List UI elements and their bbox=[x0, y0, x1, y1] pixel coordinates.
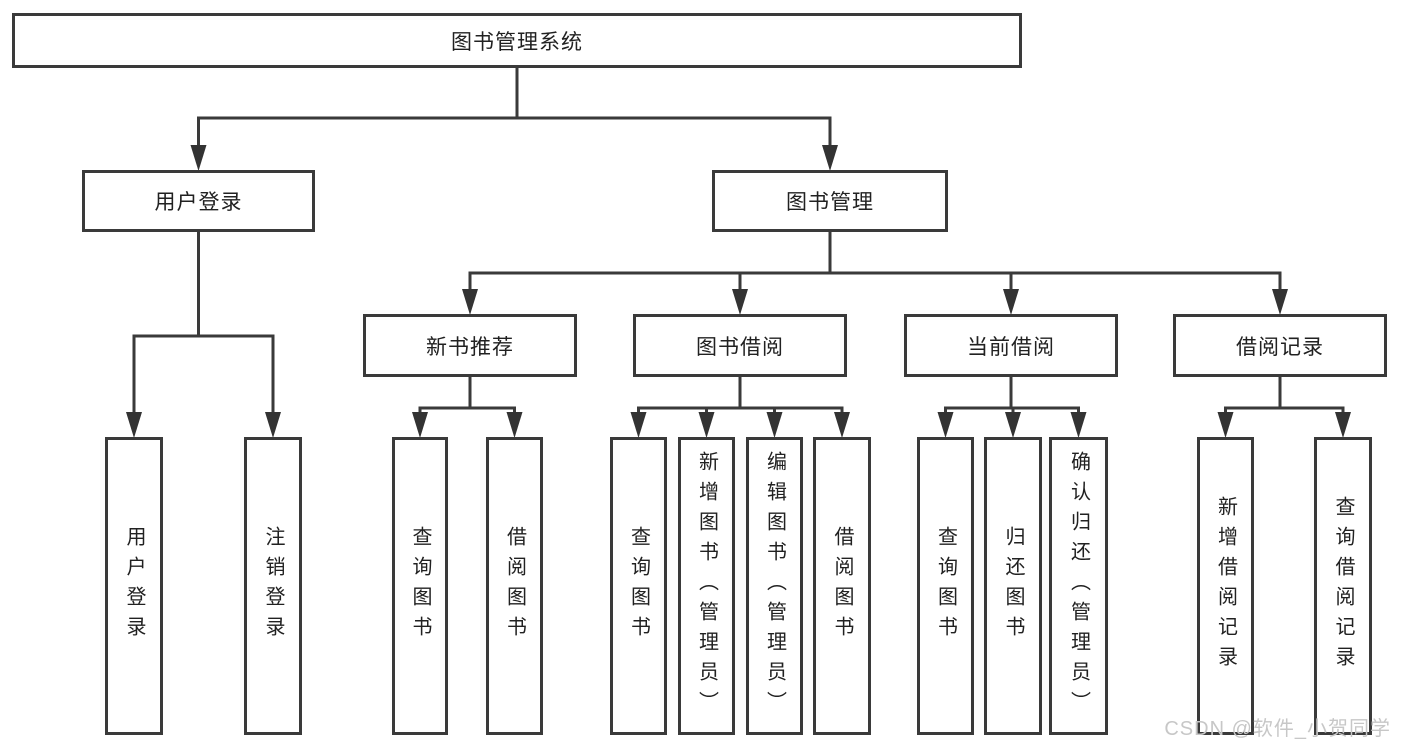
diagram-node-rec-query: 查询图书 bbox=[392, 437, 448, 735]
arrowhead-icon bbox=[1272, 289, 1288, 315]
node-label-br-query: 查询借阅记录 bbox=[1332, 496, 1354, 676]
diagram-node-logout-leaf: 注销登录 bbox=[244, 437, 302, 735]
arrowhead-icon bbox=[732, 289, 748, 315]
diagram-node-book-mgmt: 图书管理 bbox=[712, 170, 948, 232]
node-label-cb-confirm: 确认归还（管理员） bbox=[1067, 451, 1090, 721]
arrowhead-icon bbox=[506, 412, 523, 438]
node-label-new-book-rec: 新书推荐 bbox=[426, 335, 514, 359]
arrowhead-icon bbox=[1003, 289, 1019, 315]
diagram-node-cb-query: 查询图书 bbox=[917, 437, 974, 735]
node-label-user-login: 用户登录 bbox=[154, 191, 243, 214]
arrowhead-icon bbox=[1070, 412, 1087, 438]
node-label-book-borrow: 图书借阅 bbox=[696, 335, 784, 359]
diagram-node-bb-borrow: 借阅图书 bbox=[813, 437, 871, 735]
node-label-bb-add: 新增图书（管理员） bbox=[695, 451, 718, 721]
node-label-current-borrow: 当前借阅 bbox=[967, 335, 1055, 359]
node-label-br-add: 新增借阅记录 bbox=[1214, 496, 1237, 676]
diagram-node-br-query: 查询借阅记录 bbox=[1314, 437, 1372, 735]
diagram-node-current-borrow: 当前借阅 bbox=[904, 314, 1118, 377]
arrowhead-icon bbox=[1005, 412, 1021, 438]
node-label-bb-edit: 编辑图书（管理员） bbox=[763, 451, 786, 721]
node-label-bb-query: 查询图书 bbox=[627, 526, 650, 646]
diagram-node-book-borrow: 图书借阅 bbox=[633, 314, 847, 377]
node-label-borrow-records: 借阅记录 bbox=[1236, 335, 1324, 359]
arrowhead-icon bbox=[412, 412, 428, 438]
diagram-node-bb-add: 新增图书（管理员） bbox=[678, 437, 735, 735]
diagram-node-user-login: 用户登录 bbox=[82, 170, 315, 232]
arrowhead-icon bbox=[698, 412, 715, 438]
arrowhead-icon bbox=[1217, 412, 1234, 438]
diagram-node-login-leaf: 用户登录 bbox=[105, 437, 163, 735]
diagram-node-bb-query: 查询图书 bbox=[610, 437, 667, 735]
diagram-node-br-add: 新增借阅记录 bbox=[1197, 437, 1254, 735]
diagram-node-cb-return: 归还图书 bbox=[984, 437, 1042, 735]
arrowhead-icon bbox=[265, 412, 281, 438]
diagram-node-rec-borrow: 借阅图书 bbox=[486, 437, 543, 735]
arrowhead-icon bbox=[937, 412, 954, 438]
node-label-root: 图书管理系统 bbox=[451, 30, 583, 54]
diagram-node-root: 图书管理系统 bbox=[12, 13, 1022, 68]
node-label-cb-return: 归还图书 bbox=[1002, 526, 1024, 646]
node-label-cb-query: 查询图书 bbox=[934, 526, 957, 646]
node-label-logout-leaf: 注销登录 bbox=[262, 526, 284, 646]
arrowhead-icon bbox=[126, 412, 142, 438]
watermark-text: CSDN @软件_小贺同学 bbox=[1164, 718, 1391, 740]
diagram-node-borrow-records: 借阅记录 bbox=[1173, 314, 1387, 377]
arrowhead-icon bbox=[1335, 412, 1351, 438]
node-label-book-mgmt: 图书管理 bbox=[786, 191, 874, 214]
diagram-node-bb-edit: 编辑图书（管理员） bbox=[746, 437, 803, 735]
arrowhead-icon bbox=[834, 412, 850, 438]
arrowhead-icon bbox=[462, 289, 478, 315]
arrowhead-icon bbox=[190, 145, 207, 171]
node-label-bb-borrow: 借阅图书 bbox=[831, 526, 853, 646]
node-label-rec-borrow: 借阅图书 bbox=[503, 526, 526, 646]
arrowhead-icon bbox=[630, 412, 647, 438]
arrowhead-icon bbox=[822, 145, 838, 171]
node-label-login-leaf: 用户登录 bbox=[123, 526, 145, 646]
diagram-node-cb-confirm: 确认归还（管理员） bbox=[1049, 437, 1108, 735]
diagram-node-new-book-rec: 新书推荐 bbox=[363, 314, 577, 377]
arrowhead-icon bbox=[766, 412, 783, 438]
node-label-rec-query: 查询图书 bbox=[409, 526, 431, 646]
